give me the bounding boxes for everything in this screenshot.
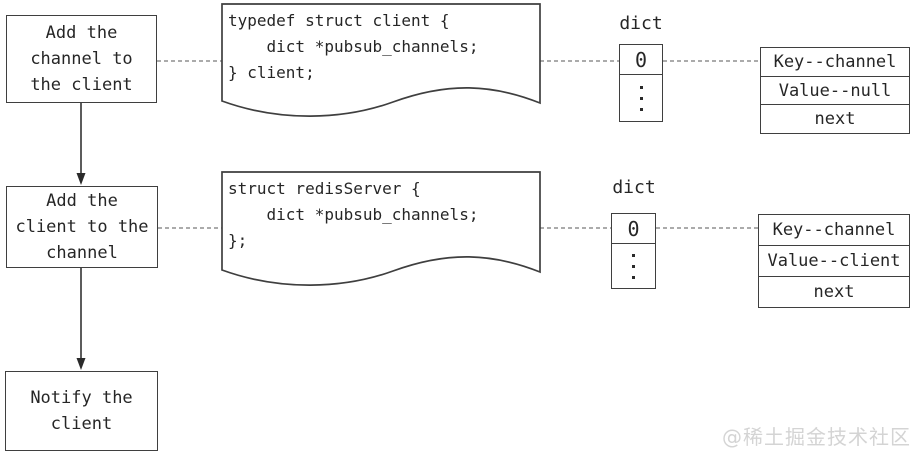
dict-slot-0: 0	[620, 45, 662, 75]
hash-entry-table-2: Key--channel Value--client next	[758, 214, 910, 308]
hash-value-cell: Value--null	[761, 75, 909, 105]
dict-slot-0: 0	[612, 214, 655, 244]
hash-entry-table-1: Key--channel Value--null next	[760, 47, 910, 134]
flow-step-notify-client: Notify the client	[5, 371, 158, 451]
vertical-ellipsis-icon	[612, 244, 655, 288]
arrow-step1-to-step2	[76, 103, 86, 185]
code-client-struct: typedef struct client { dict *pubsub_cha…	[228, 11, 479, 82]
vertical-ellipsis-icon	[620, 75, 662, 121]
hash-key-cell: Key--channel	[772, 220, 896, 240]
dict-struct-1: 0	[619, 44, 663, 122]
watermark: @稀土掘金技术社区	[722, 425, 911, 449]
code-redisserver-struct: struct redisServer { dict *pubsub_channe…	[228, 179, 479, 250]
hash-value-cell: Value--client	[759, 245, 909, 276]
flow-step-add-channel-to-client: Add the channel to the client	[6, 15, 157, 103]
hash-next-cell: next	[761, 104, 909, 133]
hash-key-cell: Key--channel	[773, 51, 897, 72]
dict-title-2: dict	[612, 177, 656, 198]
arrow-step2-to-step3	[76, 268, 86, 370]
hash-next-cell: next	[759, 276, 909, 307]
document-shape-client-struct	[221, 3, 541, 117]
flow-step-add-client-to-channel: Add the client to the channel	[6, 186, 158, 268]
dict-struct-2: 0	[611, 213, 656, 289]
document-shape-redisserver-struct	[221, 171, 541, 286]
dict-title-1: dict	[619, 13, 663, 34]
